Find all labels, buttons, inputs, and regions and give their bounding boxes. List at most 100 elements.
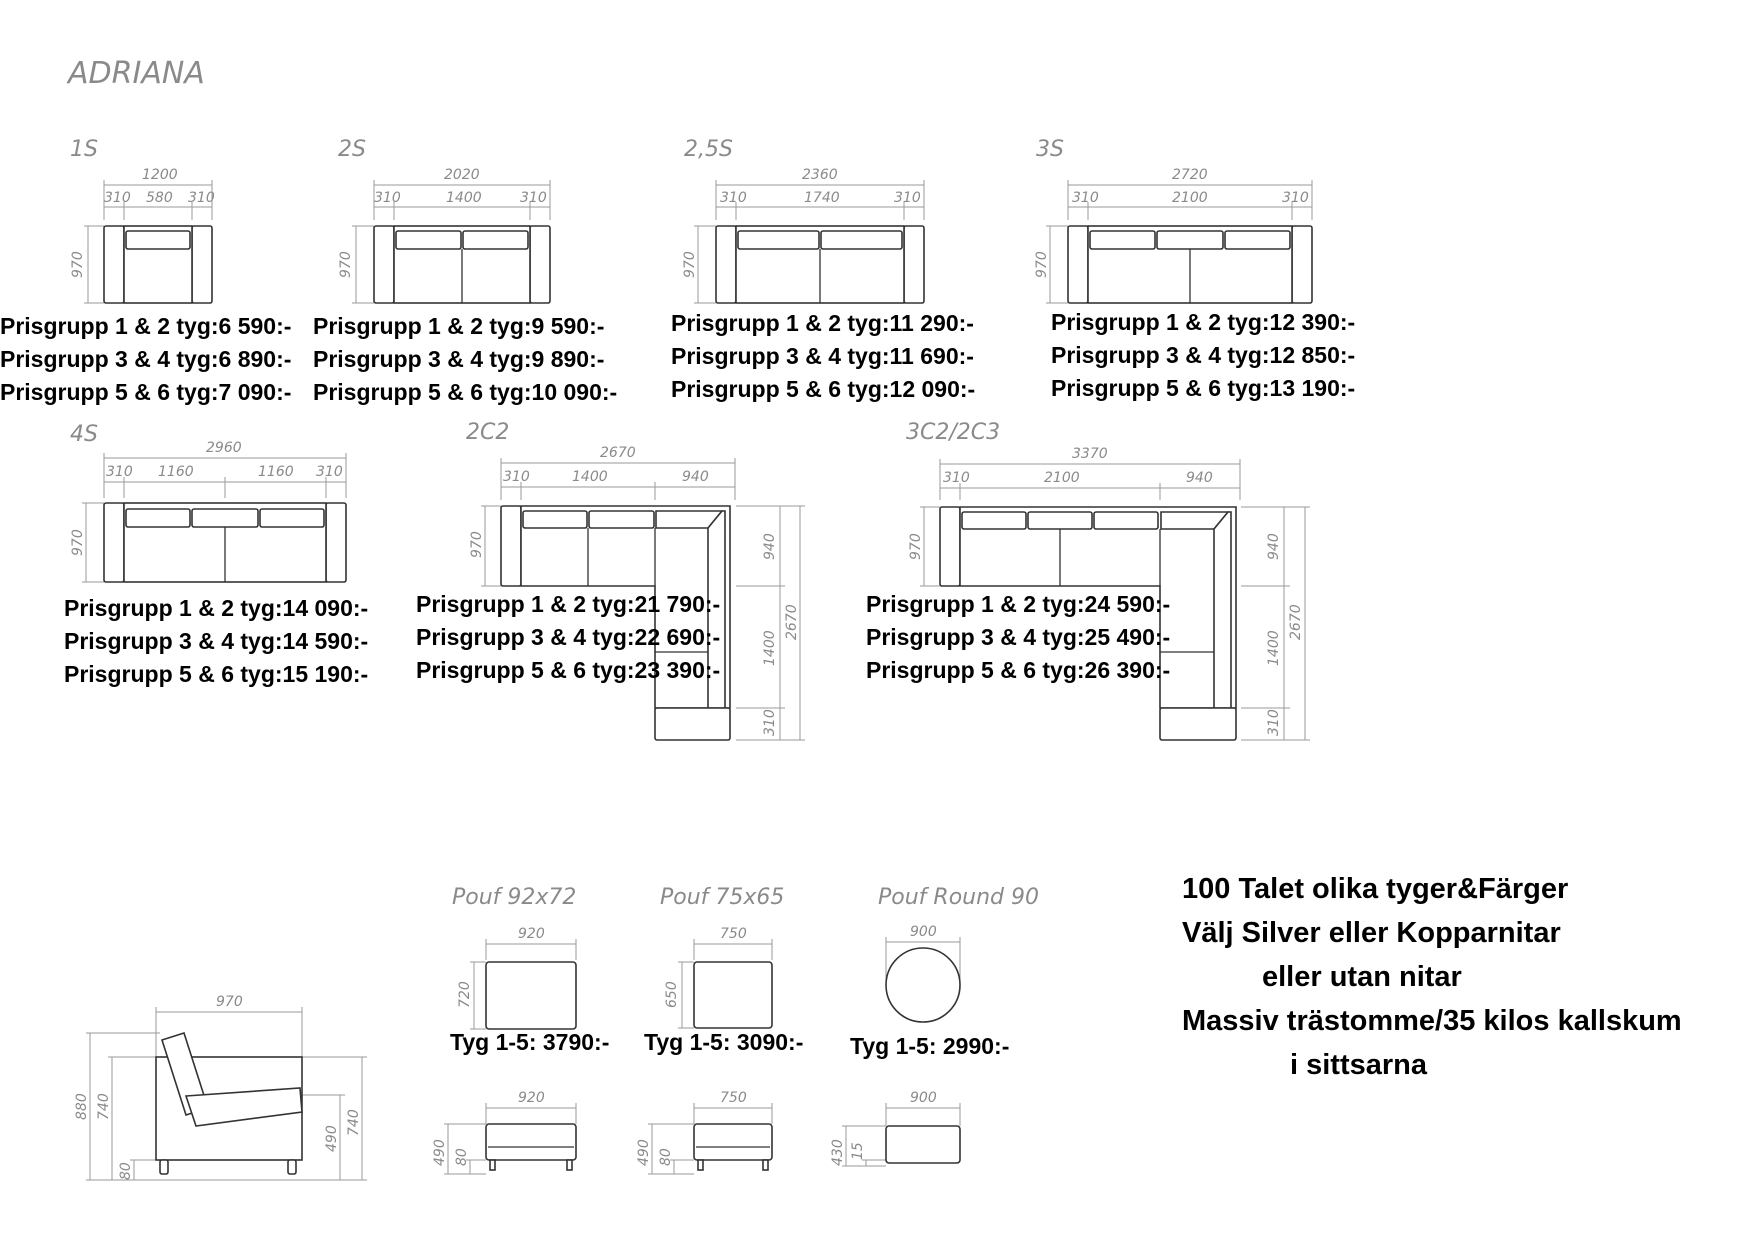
dim-segment: 580 <box>146 190 173 206</box>
dim-segment: 310 <box>106 464 133 480</box>
dim-segment: 310 <box>943 470 970 486</box>
price-line: Prisgrupp 5 & 6 tyg:12 090:- <box>671 376 975 402</box>
price-line: Prisgrupp 1 & 2 tyg:12 390:- <box>1051 309 1355 335</box>
price-list: Prisgrupp 1 & 2 tyg:12 390:- Prisgrupp 3… <box>1051 309 1355 401</box>
side-view: 970 880 740 80 490 740 <box>74 994 367 1181</box>
dim-segment: 1160 <box>258 464 294 480</box>
model-3s: 3S 2720 310 2100 310 970 Prisgrupp 1 & 2… <box>1034 137 1355 401</box>
dim-segment: 2100 <box>1044 470 1080 486</box>
price-list: Prisgrupp 1 & 2 tyg:14 090:- Prisgrupp 3… <box>64 595 368 687</box>
pouf-75x65: Pouf 75x65 750 650 Tyg 1-5: 3090:- 750 4… <box>636 885 803 1175</box>
price-line: Prisgrupp 3 & 4 tyg:22 690:- <box>416 624 720 650</box>
dim-depth: 970 <box>338 251 354 278</box>
price-line: Prisgrupp 3 & 4 tyg:12 850:- <box>1051 342 1355 368</box>
dim-width: 920 <box>518 926 545 942</box>
info-line: 100 Talet olika tyger&Färger <box>1182 873 1568 905</box>
model-2-5s: 2,5S 2360 310 1740 310 970 Prisgrupp 1 &… <box>671 137 975 402</box>
info-line: eller utan nitar <box>1262 961 1462 993</box>
dim-depth: 970 <box>469 531 485 558</box>
dim-height: 430 <box>830 1139 846 1166</box>
dim-width: 970 <box>216 994 243 1010</box>
dim-overall: 1200 <box>142 167 178 183</box>
info-line: Välj Silver eller Kopparnitar <box>1182 917 1561 949</box>
price-list: Prisgrupp 1 & 2 tyg:11 290:- Prisgrupp 3… <box>671 310 975 402</box>
dim-width: 750 <box>720 926 747 942</box>
price-line: Prisgrupp 3 & 4 tyg:25 490:- <box>866 624 1170 650</box>
dim-overall: 3370 <box>1072 446 1108 462</box>
price-line: Prisgrupp 5 & 6 tyg:26 390:- <box>866 657 1170 683</box>
dim-side: 310 <box>762 709 778 736</box>
price-line: Prisgrupp 5 & 6 tyg:13 190:- <box>1051 375 1355 401</box>
dim-height: 490 <box>636 1139 652 1166</box>
dim-segment: 1160 <box>158 464 194 480</box>
dim-segment: 940 <box>682 469 709 485</box>
dim-height: 740 <box>96 1093 112 1120</box>
model-label: 2C2 <box>466 420 509 445</box>
dim-height: 490 <box>432 1139 448 1166</box>
price-line: Prisgrupp 1 & 2 tyg:24 590:- <box>866 591 1170 617</box>
dim-depth: 970 <box>908 533 924 560</box>
dim-segment: 310 <box>503 469 530 485</box>
dim-height: 880 <box>74 1093 90 1120</box>
pouf-elevation <box>693 1123 773 1171</box>
pouf-label: Pouf 75x65 <box>660 885 784 910</box>
info-block: 100 Talet olika tyger&Färger Välj Silver… <box>1182 873 1682 1081</box>
dim-segment: 310 <box>720 190 747 206</box>
pouf-price: Tyg 1-5: 3790:- <box>450 1029 609 1055</box>
dim-segment: 310 <box>104 190 131 206</box>
dim-width: 900 <box>910 1090 937 1106</box>
price-list: Prisgrupp 1 & 2 tyg:6 590:- Prisgrupp 3 … <box>0 313 291 405</box>
pouf-price: Tyg 1-5: 3090:- <box>644 1029 803 1055</box>
pouf-plan <box>693 961 773 1029</box>
info-line: i sittsarna <box>1290 1049 1428 1081</box>
price-line: Prisgrupp 1 & 2 tyg:9 590:- <box>313 313 604 339</box>
model-label: 3S <box>1036 137 1064 162</box>
model-label: 2S <box>338 137 366 162</box>
dim-depth: 970 <box>70 529 86 556</box>
dim-side: 310 <box>1266 709 1282 736</box>
dim-side: 1400 <box>762 630 778 666</box>
dim-segment: 310 <box>1072 190 1099 206</box>
sofa-plan <box>939 506 1237 741</box>
dim-side-overall: 2670 <box>1288 604 1304 640</box>
model-label: 3C2/2C3 <box>906 420 1000 445</box>
dim-segment: 310 <box>520 190 547 206</box>
price-line: Prisgrupp 3 & 4 tyg:9 890:- <box>313 346 604 372</box>
model-3c2-2c3: 3C2/2C3 3370 310 2100 940 970 940 1400 3… <box>866 420 1310 741</box>
model-2s: 2S 2020 310 1400 310 970 Prisgrupp 1 & 2… <box>313 137 617 405</box>
price-line: Prisgrupp 1 & 2 tyg:21 790:- <box>416 591 720 617</box>
dim-height: 15 <box>850 1142 866 1160</box>
dim-depth: 970 <box>682 251 698 278</box>
dim-overall: 2360 <box>802 167 838 183</box>
dim-width: 920 <box>518 1090 545 1106</box>
model-1s: 1S 1200 310 580 310 970 Prisgrupp 1 & 2 … <box>0 137 291 405</box>
price-line: Prisgrupp 3 & 4 tyg:6 890:- <box>0 346 291 372</box>
price-list: Prisgrupp 1 & 2 tyg:9 590:- Prisgrupp 3 … <box>313 313 617 405</box>
dim-segment: 2100 <box>1172 190 1208 206</box>
dim-side-overall: 2670 <box>784 604 800 640</box>
sofa-plan <box>1067 225 1313 304</box>
dim-overall: 2960 <box>206 440 242 456</box>
dim-side: 940 <box>1266 533 1282 560</box>
price-line: Prisgrupp 3 & 4 tyg:11 690:- <box>671 343 974 369</box>
dim-side: 1400 <box>1266 630 1282 666</box>
price-line: Prisgrupp 1 & 2 tyg:11 290:- <box>671 310 974 336</box>
dim-side: 940 <box>762 533 778 560</box>
brand-title: ADRIANA <box>66 56 205 91</box>
pouf-round-90: Pouf Round 90 900 Tyg 1-5: 2990:- 900 43… <box>830 885 1039 1167</box>
dim-depth: 650 <box>664 981 680 1008</box>
dim-depth: 720 <box>457 981 473 1008</box>
dim-segment: 310 <box>316 464 343 480</box>
price-line: Prisgrupp 1 & 2 tyg:6 590:- <box>0 313 291 339</box>
sofa-plan <box>715 225 925 304</box>
info-line: Massiv trästomme/35 kilos kallskum <box>1182 1005 1682 1037</box>
price-list: Prisgrupp 1 & 2 tyg:24 590:- Prisgrupp 3… <box>866 591 1170 683</box>
dim-height: 80 <box>118 1162 134 1180</box>
pouf-plan <box>485 961 577 1030</box>
pouf-plan <box>885 947 961 1023</box>
model-label: 1S <box>70 137 98 162</box>
dim-segment: 310 <box>894 190 921 206</box>
model-label: 2,5S <box>684 137 733 162</box>
pouf-label: Pouf 92x72 <box>452 885 576 910</box>
